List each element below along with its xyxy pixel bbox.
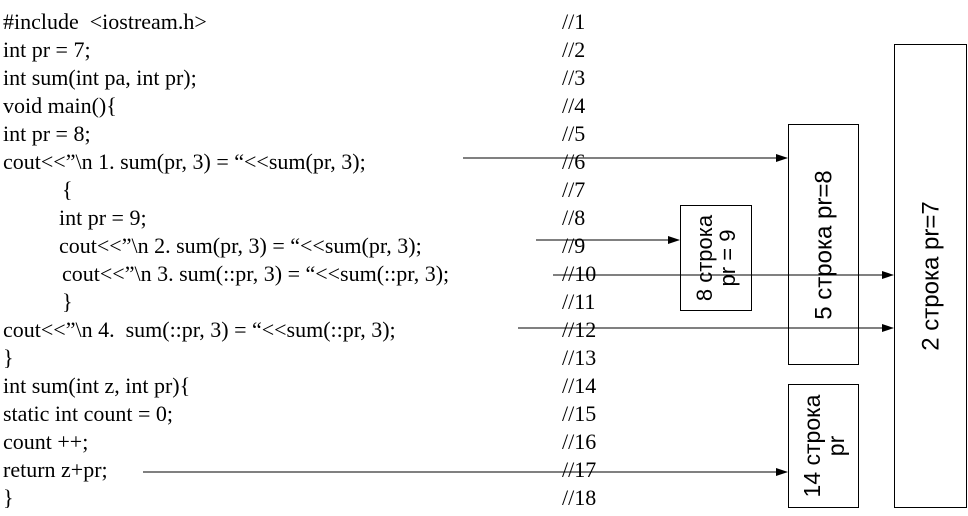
line-number-comment-18: //18 [562,485,597,510]
code-line-12: cout<<”\n 4. sum(::pr, 3) = “<<sum(::pr,… [3,317,396,342]
code-line-17: return z+pr; [3,457,108,482]
code-line-11: } [62,289,73,314]
code-line-10: cout<<”\n 3. sum(::pr, 3) = “<<sum(::pr,… [62,261,450,286]
code-line-13: } [3,345,14,370]
line-number-comment-8: //8 [562,205,586,230]
code-line-9: cout<<”\n 2. sum(pr, 3) = “<<sum(pr, 3); [59,233,422,258]
line-number-comment-17: //17 [562,457,597,482]
line-number-comment-3: //3 [562,65,586,90]
scope-box-line-14: 14 строка pr [788,384,859,508]
line-number-comment-6: //6 [562,149,586,174]
line-number-comment-12: //12 [562,317,597,342]
code-line-7: { [62,177,73,202]
scope-box-line-2: 2 строка pr=7 [894,44,967,508]
scope-box-line-8: 8 строка pr = 9 [680,205,752,311]
line-number-comment-1: //1 [562,9,586,34]
line-number-comment-16: //16 [562,429,597,454]
scope-box-line-5: 5 строка pr=8 [788,124,859,365]
code-line-4: void main(){ [3,93,117,118]
line-number-comment-7: //7 [562,177,586,202]
line-number-comment-15: //15 [562,401,597,426]
code-line-3: int sum(int pa, int pr); [3,65,197,90]
code-line-1: #include <iostream.h> [3,9,207,34]
code-line-5: int pr = 8; [3,121,91,146]
line-number-comment-5: //5 [562,121,586,146]
code-line-16: count ++; [3,429,89,454]
line-number-comment-14: //14 [562,373,597,398]
code-line-2: int pr = 7; [3,37,91,62]
code-line-15: static int count = 0; [3,401,174,426]
code-line-18: } [3,485,14,510]
line-number-comment-9: //9 [562,233,586,258]
line-number-comment-13: //13 [562,345,597,370]
line-number-comment-11: //11 [562,289,596,314]
line-number-comment-2: //2 [562,37,586,62]
line-number-comment-10: //10 [562,261,597,286]
code-line-14: int sum(int z, int pr){ [3,373,191,398]
code-line-6: cout<<”\n 1. sum(pr, 3) = “<<sum(pr, 3); [3,149,366,174]
code-line-8: int pr = 9; [59,205,147,230]
line-number-comment-4: //4 [562,93,586,118]
